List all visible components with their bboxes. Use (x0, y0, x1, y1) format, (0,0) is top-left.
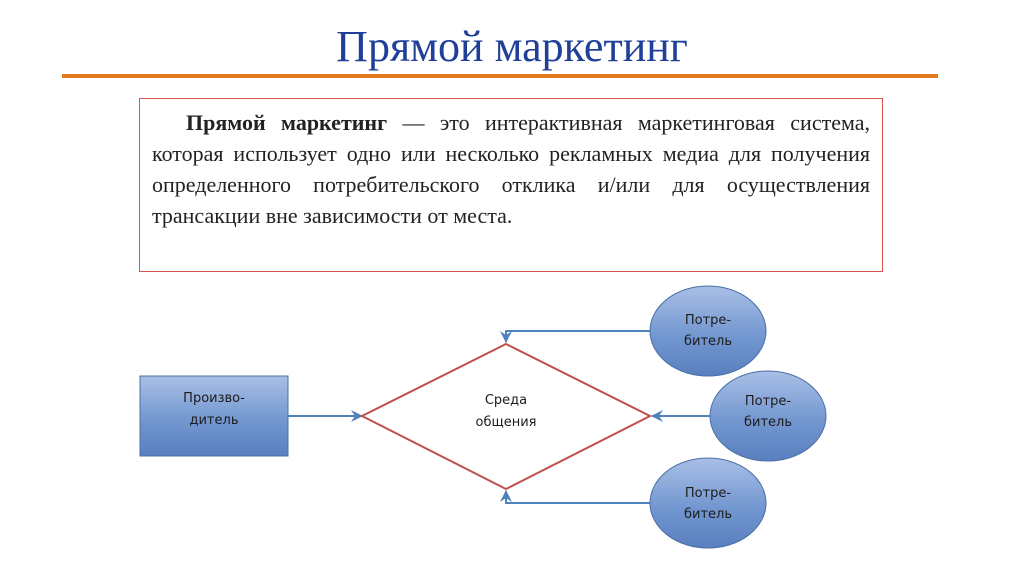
definition-text: Прямой маркетинг — это интерактивная мар… (152, 107, 870, 231)
consumer-2-label-line1: Потре- (745, 394, 792, 409)
producer-label-line1: Произво- (183, 391, 245, 406)
medium-node: Среда общения (359, 342, 653, 491)
definition-box: Прямой маркетинг — это интерактивная мар… (139, 98, 883, 272)
definition-term: Прямой маркетинг (186, 110, 388, 135)
consumer-3-label-line1: Потре- (685, 486, 732, 501)
consumer-3-label-line2: битель (684, 507, 732, 522)
consumer-1-label-line2: битель (684, 334, 732, 349)
slide-title: Прямой маркетинг (336, 22, 688, 71)
producer-node: Произво- дитель (139, 375, 289, 457)
definition-body: — это интерактивная маркетинговая систем… (152, 110, 870, 228)
consumer-node-3: Потре- битель (649, 457, 767, 549)
consumer-node-2: Потре- битель (709, 370, 827, 462)
consumer-1-label-line1: Потре- (685, 313, 732, 328)
medium-label-line1: Среда (485, 393, 527, 408)
arrow-consumer1-to-medium (500, 330, 650, 343)
title-underline (62, 74, 938, 78)
medium-label-line2: общения (476, 415, 537, 430)
consumer-node-1: Потре- битель (649, 285, 767, 377)
producer-label-line2: дитель (190, 413, 239, 428)
arrow-consumer3-to-medium (500, 490, 650, 504)
consumer-2-label-line2: битель (744, 415, 792, 430)
